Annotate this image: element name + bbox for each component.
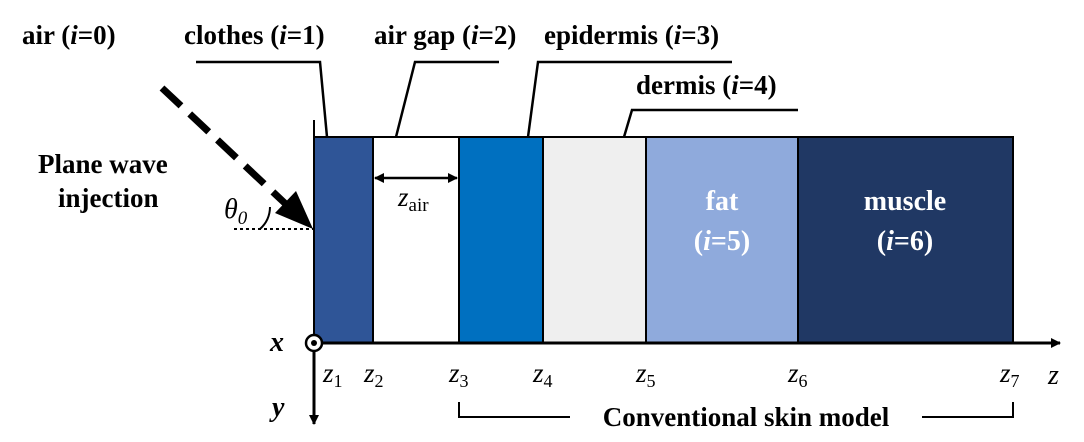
layer-dermis [542, 136, 647, 344]
layer-clothes [313, 136, 374, 344]
plane-wave-line1: Plane wave [38, 149, 168, 179]
label-clothes: clothes (i=1) [184, 20, 325, 50]
layer-epidermis [458, 136, 544, 344]
label-fat-index: (i=5) [694, 226, 750, 257]
interface-z3: z3 [448, 358, 469, 391]
label-air-gap: air gap (i=2) [374, 20, 516, 50]
label-muscle-name: muscle [864, 186, 946, 217]
angle-arc [259, 206, 271, 230]
layer-air-gap [372, 136, 460, 344]
zair-label: zair [397, 182, 429, 216]
skin-model-bracket-left [458, 402, 570, 418]
layer-fat [645, 136, 799, 344]
leader-epidermis [526, 60, 732, 138]
interface-z6: z6 [787, 358, 808, 391]
axis-y-label: y [269, 392, 285, 423]
skin-model-label: Conventional skin model [603, 402, 890, 432]
interface-z2: z2 [363, 358, 384, 391]
angle-label: θ0 [224, 194, 248, 229]
interface-z1: z1 [322, 358, 343, 391]
label-epidermis: epidermis (i=3) [544, 20, 719, 50]
x-axis-dot-icon [311, 340, 317, 346]
axis-x-label: x [269, 327, 284, 358]
label-muscle-index: (i=6) [877, 226, 933, 257]
interface-z5: z5 [635, 358, 656, 391]
interface-z7: z7 [999, 358, 1020, 391]
leader-clothes [196, 60, 329, 138]
label-fat-name: fat [706, 186, 739, 217]
layer-muscle [797, 136, 1014, 344]
skin-model-bracket-right [922, 402, 1014, 418]
incident-wave-arrow [159, 85, 293, 211]
plane-wave-line2: injection [58, 183, 159, 213]
label-dermis: dermis (i=4) [636, 70, 777, 100]
interface-z4: z4 [532, 358, 553, 391]
leader-dermis [622, 108, 798, 138]
leader-air-gap [394, 60, 499, 138]
incident-wave-arrowhead-icon [275, 191, 313, 229]
axis-z-label: z [1047, 360, 1059, 391]
label-air: air (i=0) [22, 20, 116, 50]
